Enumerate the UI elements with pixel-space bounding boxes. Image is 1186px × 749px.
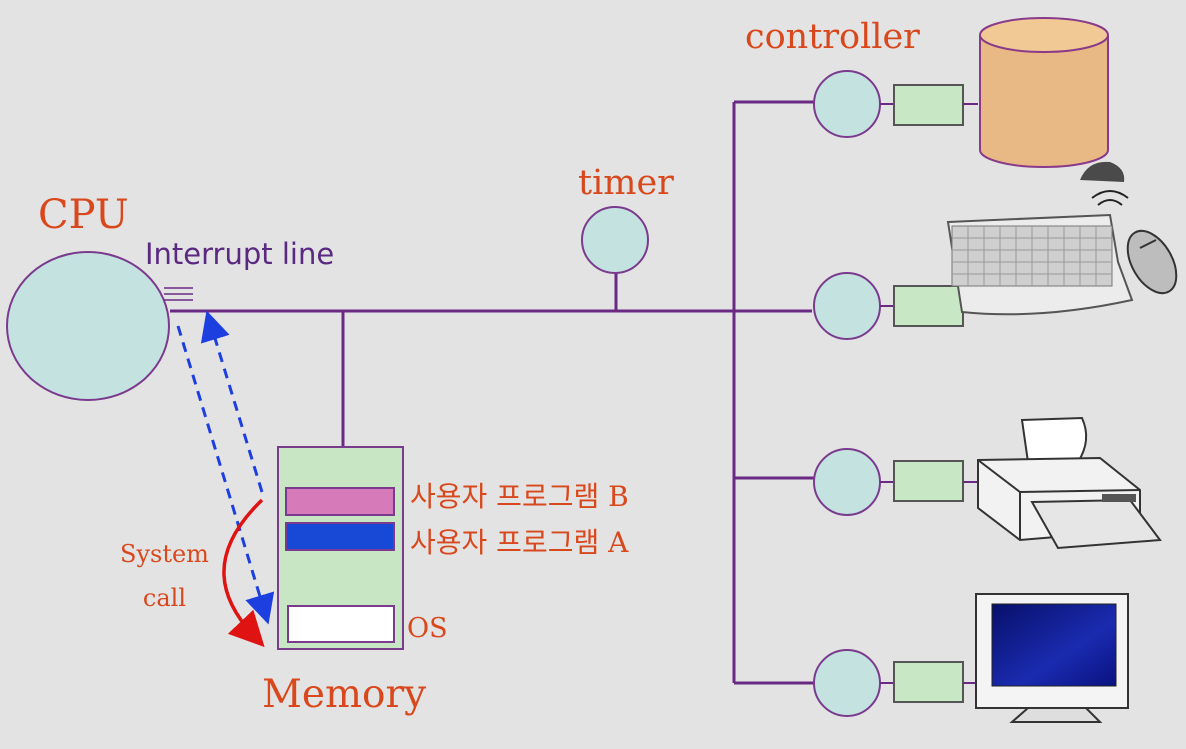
disk-icon xyxy=(979,17,1109,168)
keyboard-mouse-icon xyxy=(946,161,1178,316)
system-bus xyxy=(170,100,814,685)
system-call-line1: System xyxy=(120,540,209,568)
interrupt-line-label: Interrupt line xyxy=(145,237,335,271)
user-program-b-block xyxy=(285,487,395,516)
controller-disk xyxy=(813,70,978,138)
cpu-label: CPU xyxy=(38,192,129,238)
user-program-a-label: 사용자 프로그램 A xyxy=(410,526,629,559)
interrupt-line-icon xyxy=(164,287,193,301)
user-program-a-block xyxy=(285,522,395,551)
os-label: OS xyxy=(407,613,448,644)
system-call-label: System call xyxy=(120,532,209,620)
controller-monitor xyxy=(813,649,978,717)
system-call-line2: call xyxy=(142,584,187,612)
system-call-arrow xyxy=(222,498,265,648)
interrupt-arrow-up xyxy=(200,310,264,493)
timer-node xyxy=(581,206,649,274)
os-block xyxy=(287,605,395,643)
timer-label: timer xyxy=(578,163,674,203)
cpu-node xyxy=(6,251,170,401)
user-program-b-label: 사용자 프로그램 B xyxy=(410,480,629,513)
printer-icon xyxy=(977,416,1162,550)
controller-label: controller xyxy=(745,17,920,57)
controller-keyboard xyxy=(813,272,964,340)
memory-label: Memory xyxy=(262,672,427,717)
monitor-icon xyxy=(975,593,1129,723)
controller-printer xyxy=(813,448,978,516)
